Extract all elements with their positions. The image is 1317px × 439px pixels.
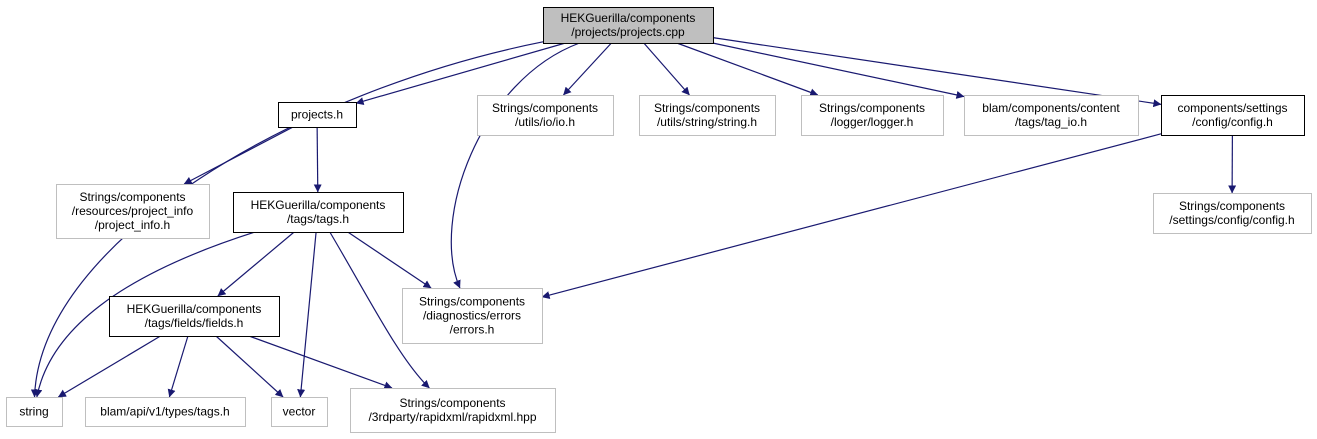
node-box [6,397,63,427]
node-label-line: blam/api/v1/types/tags.h [100,405,229,419]
node-label-line: /project_info.h [95,218,170,232]
node-label-line: /tags/tags.h [287,212,349,226]
node-config-h[interactable]: components/settings/config/config.h [1161,95,1305,136]
node-errors-h: Strings/components/diagnostics/errors/er… [402,288,543,344]
edge-root-to-tag_io_h [712,42,965,99]
node-box [109,296,280,337]
edge-config_h-to-errors_h [541,133,1162,299]
edge-tags_h-to-rapidxml [329,231,430,389]
node-label-line: HEKGuerilla/components [127,302,262,316]
edge-root-to-config_h [712,37,1162,108]
edge-root-to-errors_h [450,42,580,289]
node-blam-tags-h: blam/api/v1/types/tags.h [85,397,246,427]
node-vector: vector [271,397,328,427]
node-box [233,192,404,233]
node-box [964,95,1139,136]
node-tags-h[interactable]: HEKGuerilla/components/tags/tags.h [233,192,404,233]
node-projects-h[interactable]: projects.h [278,102,357,128]
node-label-line: Strings/components [654,101,760,115]
edge-root-to-string [30,41,544,398]
edge-fields_h-to-string [57,335,161,398]
node-box [278,102,357,128]
node-label-line: HEKGuerilla/components [251,198,386,212]
node-label-line: /errors.h [450,323,495,337]
node-box [56,184,210,239]
node-label-line: /tags/tag_io.h [1015,115,1087,129]
edge-projects_h-to-tags_h [313,126,322,193]
edges-layer [30,37,1237,398]
node-box [350,388,556,433]
node-root[interactable]: HEKGuerilla/components/projects/projects… [543,7,714,44]
node-box [85,397,246,427]
edge-root-to-io_h [563,42,612,96]
node-label-line: Strings/components [79,190,185,204]
node-str-config-h: Strings/components/settings/config/confi… [1153,193,1312,234]
node-box [1161,95,1305,136]
edge-fields_h-to-blam_tags_h [167,335,189,398]
node-string-h: Strings/components/utils/string/string.h [639,95,776,136]
edge-projects_h-to-project_info_h [183,126,294,185]
edge-fields_h-to-vector [215,335,284,398]
node-label-line: string [19,405,48,419]
node-label-line: /3rdparty/rapidxml/rapidxml.hpp [368,410,536,424]
node-label-line: Strings/components [419,295,525,309]
node-box [639,95,776,136]
node-label-line: /tags/fields/fields.h [145,316,244,330]
node-label-line: components/settings [1177,101,1287,115]
node-project-info-h: Strings/components/resources/project_inf… [56,184,210,239]
node-logger-h: Strings/components/logger/logger.h [801,95,944,136]
node-tag-io-h: blam/components/content/tags/tag_io.h [964,95,1139,136]
node-label-line: /config/config.h [1192,115,1273,129]
node-label-line: /logger/logger.h [831,115,914,129]
node-label-line: vector [283,405,316,419]
node-box [402,288,543,344]
edge-root-to-projects_h [355,42,566,106]
node-label-line: /projects/projects.cpp [571,25,685,39]
node-label-line: /diagnostics/errors [423,309,521,323]
node-label-line: projects.h [291,108,343,122]
edge-root-to-logger_h [676,42,819,97]
node-label-line: blam/components/content [982,101,1120,115]
node-label-line: /utils/io/io.h [515,115,575,129]
node-label-line: Strings/components [492,101,598,115]
edge-tags_h-to-errors_h [347,231,432,289]
node-label-line: Strings/components [1179,199,1285,213]
node-fields-h[interactable]: HEKGuerilla/components/tags/fields/field… [109,296,280,337]
edge-tags_h-to-string [34,231,256,398]
nodes-layer: HEKGuerilla/components/projects/projects… [6,7,1312,433]
node-label-line: HEKGuerilla/components [561,11,696,25]
node-box [1153,193,1312,234]
node-box [271,397,328,427]
edge-tags_h-to-vector [297,231,317,398]
node-label-line: /resources/project_info [72,204,194,218]
node-label-line: /settings/config/config.h [1169,213,1294,227]
node-box [477,95,614,136]
edge-fields_h-to-rapidxml [248,335,393,390]
node-box [543,7,714,44]
edge-tags_h-to-fields_h [217,231,295,297]
node-label-line: /utils/string/string.h [657,115,757,129]
node-rapidxml: Strings/components/3rdparty/rapidxml/rap… [350,388,556,433]
node-label-line: Strings/components [399,396,505,410]
node-box [801,95,944,136]
edge-root-to-string_h [643,42,690,96]
node-label-line: Strings/components [819,101,925,115]
node-io-h: Strings/components/utils/io/io.h [477,95,614,136]
node-string: string [6,397,63,427]
